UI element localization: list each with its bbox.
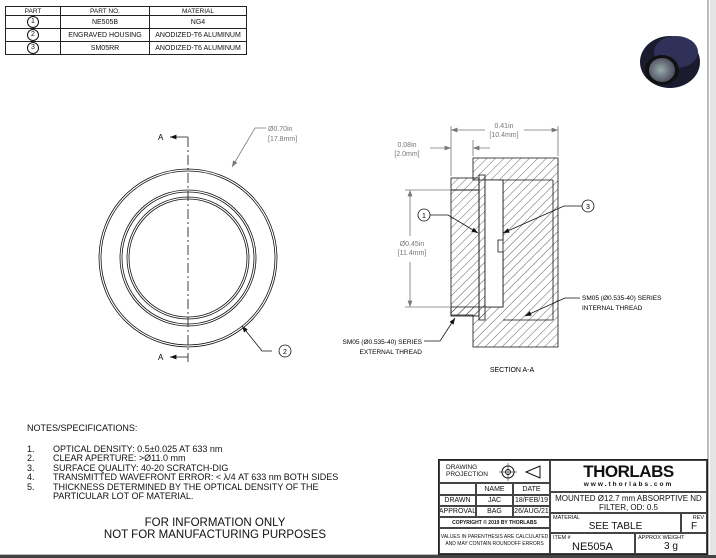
product-thumbnail [640, 36, 700, 88]
drawn-date: 18/FEB/19 [513, 495, 550, 506]
bore-mm: [11.4mm] [398, 250, 427, 257]
note-item: 3.SURFACE QUALITY: 40-20 SCRATCH-DIG [27, 462, 229, 473]
item-label: ITEM # [553, 535, 571, 541]
weight-label: APPROX WEIGHT [638, 535, 685, 541]
name-header: NAME [476, 483, 513, 495]
approval-label: APPROVAL [439, 506, 476, 517]
rev-cell: REV F [681, 513, 707, 533]
part-number: 1 [27, 16, 39, 28]
notes-heading: NOTES/SPECIFICATIONS: [27, 423, 138, 433]
section-marker-bottom: A [158, 353, 164, 362]
note-item: 2.CLEAR APERTURE: >Ø11.0 mm [27, 453, 186, 463]
note-item: 4.TRANSMITTED WAVEFRONT ERROR: < λ/4 AT … [27, 472, 339, 482]
section-marker-top: A [158, 133, 164, 142]
approval-name: BAG [476, 506, 513, 517]
flange-in: 0.08in [397, 142, 416, 149]
callout-3-label: 3 [586, 204, 590, 211]
projection-cell: DRAWING PROJECTION [439, 460, 550, 483]
table-row: 3 SM05RR ANODIZED-T6 ALUMINUM [5, 41, 247, 55]
projection-symbol-icon [499, 463, 541, 481]
outer-diameter-in: Ø0.70in [268, 126, 293, 133]
drawn-label: DRAWN [439, 495, 476, 506]
internal-thread-label-2: INTERNAL THREAD [582, 305, 643, 312]
notes: NOTES/SPECIFICATIONS: 1.OPTICAL DENSITY:… [27, 423, 339, 502]
note-item: 5.THICKNESS DETERMINED BY THE OPTICAL DE… [27, 481, 319, 492]
rev-value: F [690, 521, 698, 532]
rev-label: REV [692, 515, 704, 521]
length-in: 0.41in [494, 123, 513, 130]
date-header: DATE [513, 483, 550, 495]
logo-cell: THORLABS www.thorlabs.com [550, 460, 707, 492]
front-view [98, 127, 292, 362]
weight-value: 3 g [664, 541, 678, 552]
outer-diameter-mm: [17.8mm] [268, 136, 297, 143]
external-thread-label-1: SM05 (Ø0.535-40) SERIES [343, 339, 423, 346]
external-thread-label-2: EXTERNAL THREAD [360, 349, 423, 356]
approval-date: 26/AUG/21 [513, 506, 550, 517]
viewer-scrollbar[interactable] [710, 0, 716, 558]
part-number: 2 [27, 29, 39, 41]
part-no-cell: SM05RR [60, 41, 150, 55]
material-cell: MATERIAL SEE TABLE [550, 513, 681, 533]
flange-mm: [2.0mm] [394, 151, 419, 158]
material-label: MATERIAL [553, 515, 581, 521]
parts-table: PART PART NO. MATERIAL 1 NE505B NG4 2 EN… [5, 6, 247, 55]
item-value: NE505A [572, 541, 613, 553]
note-item: PARTICULAR LOT OF MATERIAL. [53, 491, 194, 501]
bore-in: Ø0.45in [400, 241, 425, 248]
retaining-ring-section [484, 179, 504, 308]
disclaimer: FOR INFORMATION ONLY NOT FOR MANUFACTURI… [103, 517, 327, 541]
material-value: SEE TABLE [588, 521, 643, 532]
item-cell: ITEM # NE505A [550, 533, 635, 554]
internal-thread-label-1: SM05 (Ø0.535-40) SERIES [582, 295, 662, 302]
callout-2-label: 2 [283, 349, 287, 356]
section-view [405, 126, 595, 348]
copyright: COPYRIGHT © 2019 BY THORLABS [439, 517, 550, 528]
material-cell: ANODIZED-T6 ALUMINUM [149, 41, 247, 55]
drawn-name: JAC [476, 495, 513, 506]
thorlabs-logo: THORLABS [583, 462, 674, 481]
title-block: DRAWING PROJECTION NAME DATE DRAWN JAC 1… [438, 459, 708, 555]
callout-2 [278, 344, 292, 358]
length-mm: [10.4mm] [489, 132, 518, 139]
viewer-bottom-edge [0, 555, 716, 558]
website: www.thorlabs.com [583, 481, 674, 488]
section-title: SECTION A-A [490, 367, 535, 374]
part-number: 3 [27, 42, 39, 54]
filter-section [478, 174, 486, 321]
callout-1-label: 1 [422, 213, 426, 220]
note-item: 1.OPTICAL DENSITY: 0.5±0.025 AT 633 nm [27, 443, 223, 454]
weight-cell: APPROX WEIGHT 3 g [635, 533, 707, 554]
